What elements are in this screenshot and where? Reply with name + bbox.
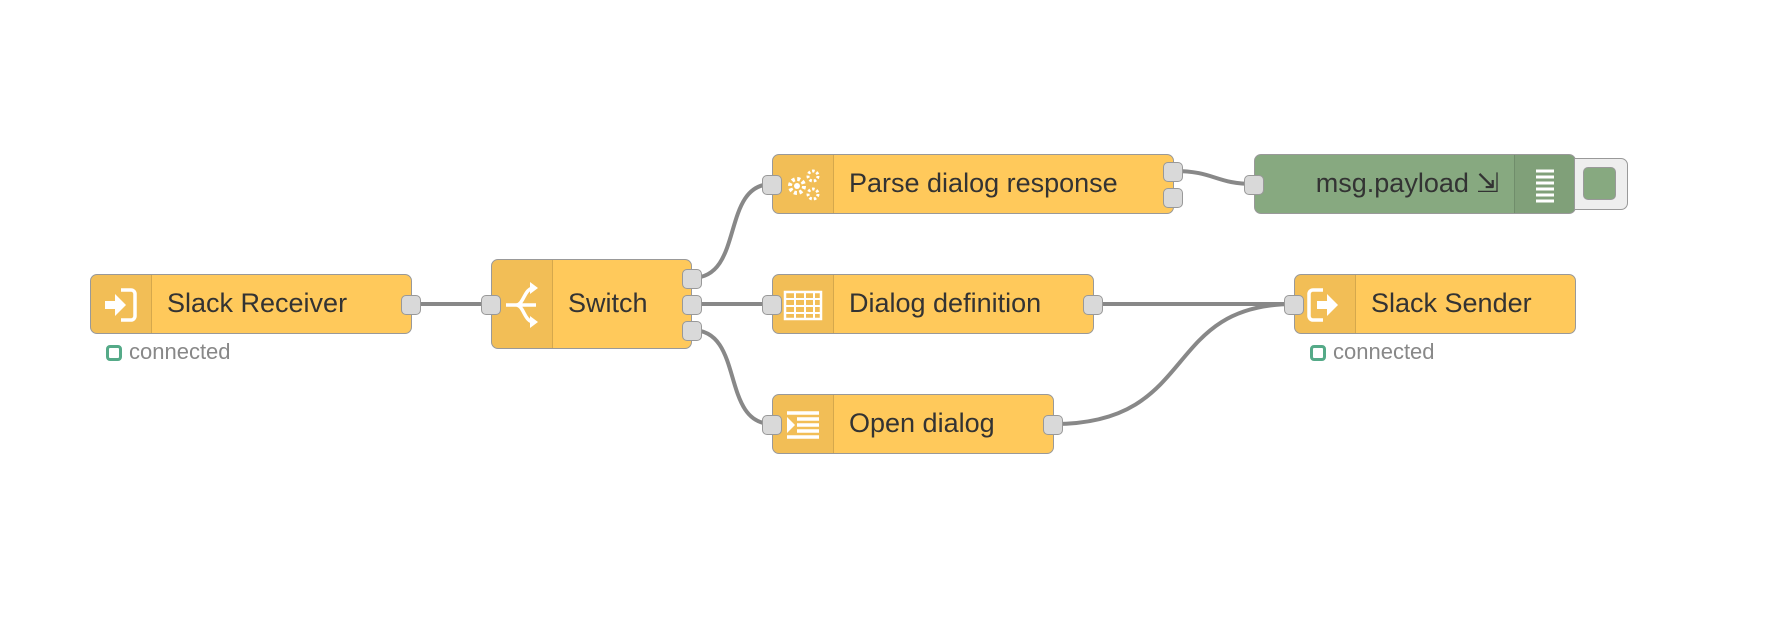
node-msg-payload-debug[interactable]: msg.payload ⇲ bbox=[1244, 154, 1576, 214]
status-connected-icon bbox=[106, 345, 122, 361]
output-port[interactable] bbox=[401, 295, 421, 315]
logout-arrow-icon bbox=[1295, 275, 1356, 333]
node-open-dialog[interactable]: Open dialog bbox=[762, 394, 1063, 454]
debug-toggle-knob bbox=[1583, 167, 1616, 200]
wire-open-dialog-to-sender bbox=[1053, 302, 1295, 426]
switch-branch-icon bbox=[492, 260, 553, 348]
input-port[interactable] bbox=[762, 415, 782, 435]
status-connected-icon bbox=[1310, 345, 1326, 361]
node-dialog-definition[interactable]: Dialog definition bbox=[762, 274, 1103, 334]
node-label: Switch bbox=[568, 288, 648, 318]
node-label: Slack Sender bbox=[1371, 288, 1532, 318]
wire-switch-to-open-dialog bbox=[691, 328, 773, 426]
wire-parse-to-payload bbox=[1173, 169, 1255, 186]
node-slack-sender[interactable]: Slack Sender bbox=[1284, 274, 1576, 334]
status-text: connected bbox=[129, 339, 231, 364]
output-port[interactable] bbox=[1043, 415, 1063, 435]
login-arrow-icon bbox=[91, 275, 152, 333]
input-port[interactable] bbox=[762, 175, 782, 195]
input-port[interactable] bbox=[481, 295, 501, 315]
input-port[interactable] bbox=[1244, 175, 1264, 195]
template-icon bbox=[773, 395, 834, 453]
node-label: msg.payload ⇲ bbox=[1315, 168, 1499, 198]
output-port-2[interactable] bbox=[682, 295, 702, 315]
output-port-1[interactable] bbox=[682, 269, 702, 289]
node-parse-dialog-response[interactable]: Parse dialog response bbox=[762, 154, 1183, 214]
status-slack-receiver: connected bbox=[106, 339, 231, 365]
input-port[interactable] bbox=[762, 295, 782, 315]
node-label: Parse dialog response bbox=[849, 168, 1118, 198]
node-label: Dialog definition bbox=[849, 288, 1042, 318]
table-grid-icon bbox=[773, 275, 834, 333]
wire-switch-to-parse bbox=[691, 182, 773, 280]
status-slack-sender: connected bbox=[1310, 339, 1435, 365]
node-label: Slack Receiver bbox=[167, 288, 348, 318]
output-port-3[interactable] bbox=[682, 321, 702, 341]
gears-icon bbox=[773, 155, 834, 213]
output-port-2[interactable] bbox=[1163, 188, 1183, 208]
debug-toggle-button[interactable] bbox=[1574, 158, 1628, 210]
debug-list-icon bbox=[1514, 155, 1575, 213]
node-slack-receiver[interactable]: Slack Receiver bbox=[90, 274, 421, 334]
node-switch[interactable]: Switch bbox=[481, 259, 702, 349]
node-label: Open dialog bbox=[849, 408, 995, 438]
status-text: connected bbox=[1333, 339, 1435, 364]
output-port[interactable] bbox=[1083, 295, 1103, 315]
input-port[interactable] bbox=[1284, 295, 1304, 315]
output-port-1[interactable] bbox=[1163, 162, 1183, 182]
